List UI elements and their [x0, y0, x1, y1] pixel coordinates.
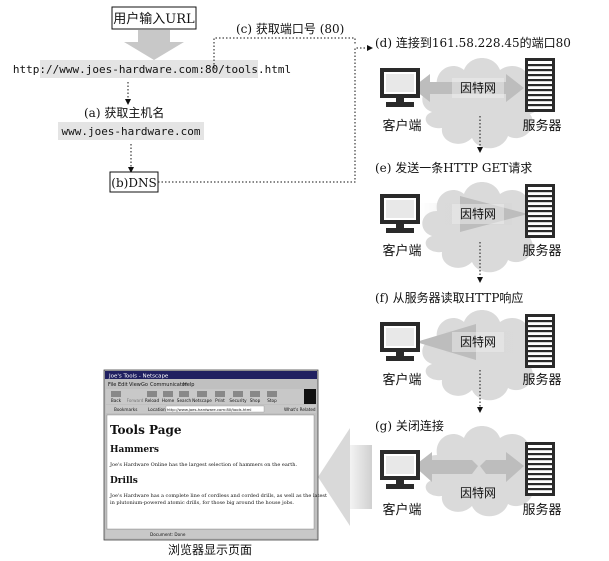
user-input-label: 用户输入URL — [113, 11, 195, 27]
step-c-label: (c) 获取端口号 (80) — [236, 22, 344, 36]
browser-toolbar: Back Forward Reload Home Search Netscape… — [106, 389, 316, 404]
panel-d-client: 客户端 — [382, 118, 421, 134]
page-heading: Tools Page — [110, 423, 182, 437]
status-text: Document: Done — [150, 532, 186, 537]
tb-print: Print — [215, 398, 225, 403]
panel-g-network: 因特网 — [460, 485, 496, 500]
tb-home: Home — [162, 398, 175, 403]
panel-f: (f) 从服务器读取HTTP响应 因特网 客户端 服务器 — [375, 290, 562, 401]
url-text: http://www.joes-hardware.com:80/tools.ht… — [13, 63, 291, 76]
panel-g: (g) 关闭连接 因特网 客户端 服务器 — [375, 418, 562, 518]
browser-title: Joe's Tools - Netscape — [108, 374, 169, 380]
menu-view: View — [129, 382, 141, 388]
reload-icon — [147, 391, 157, 397]
hostname-text: www.joes-hardware.com — [61, 125, 200, 138]
panel-e: (e) 发送一条HTTP GET请求 因特网 客户端 服务器 — [375, 160, 562, 273]
location-input: http://www.joes-hardware.com:80/tools.ht… — [167, 407, 251, 412]
menu-edit: Edit — [118, 382, 128, 388]
search-icon — [179, 391, 189, 397]
section2-text-1: Joe's Hardware has a complete line of co… — [109, 493, 327, 499]
down-arrow-1 — [124, 30, 184, 60]
bookmarks-label: Bookmarks — [114, 407, 137, 412]
panel-e-client: 客户端 — [382, 243, 421, 259]
home-icon — [163, 391, 173, 397]
panel-d-caption: (d) 连接到161.58.228.45的端口80 — [375, 35, 571, 50]
step-a-label: (a) 获取主机名 — [84, 105, 164, 120]
tb-back: Back — [111, 398, 122, 403]
print-icon — [215, 391, 225, 397]
tb-reload: Reload — [145, 398, 160, 403]
panel-e-network: 因特网 — [460, 206, 496, 221]
browser-caption: 浏览器显示页面 — [168, 542, 252, 557]
section2-text-2: in plutonium-powered atomic drills, for … — [110, 500, 294, 506]
display-arrow — [318, 428, 372, 526]
panel-d-server: 服务器 — [522, 118, 561, 134]
menu-help: Help — [183, 382, 194, 388]
panel-d-network: 因特网 — [460, 80, 496, 95]
location-label: Location: — [148, 407, 167, 412]
section1-heading: Hammers — [110, 445, 159, 455]
browser-window: Joe's Tools - Netscape File Edit View Go… — [103, 369, 327, 541]
tb-security: Security — [229, 398, 247, 403]
url-bar: http://www.joes-hardware.com:80/tools.ht… — [13, 60, 291, 78]
security-icon — [233, 391, 243, 397]
tb-shop: Shop — [250, 398, 261, 403]
panel-e-caption: (e) 发送一条HTTP GET请求 — [375, 160, 532, 175]
browser-menubar: File Edit View Go Communicator Help — [108, 382, 194, 388]
back-icon — [111, 391, 121, 397]
section1-text: Joe's Hardware Online has the largest se… — [109, 462, 297, 468]
stop-icon — [267, 391, 277, 397]
panel-d: (d) 连接到161.58.228.45的端口80 因特网 客户端 服务器 — [375, 35, 571, 149]
user-input-box: 用户输入URL — [111, 6, 197, 30]
hostname-bar: www.joes-hardware.com — [58, 122, 204, 140]
tb-netscape: Netscape — [192, 398, 212, 403]
menu-go: Go — [141, 382, 148, 388]
panel-f-network: 因特网 — [460, 334, 496, 349]
tb-stop: Stop — [267, 398, 277, 403]
menu-file: File — [108, 382, 116, 388]
panel-e-server: 服务器 — [522, 243, 561, 259]
netscape-logo-icon — [304, 389, 316, 404]
menu-communicator: Communicator — [150, 382, 188, 388]
whats-related: What's Related — [284, 407, 316, 412]
panel-g-server: 服务器 — [522, 502, 561, 518]
dns-label: (b)DNS — [111, 176, 156, 190]
panel-f-caption: (f) 从服务器读取HTTP响应 — [375, 290, 523, 305]
netscape-icon — [197, 391, 207, 397]
panel-g-client: 客户端 — [382, 502, 421, 518]
panel-g-caption: (g) 关闭连接 — [375, 418, 444, 433]
shop-icon — [250, 391, 260, 397]
dns-box: (b)DNS — [109, 171, 159, 193]
panel-f-client: 客户端 — [382, 372, 421, 388]
browser-locationbar: Bookmarks Location: http://www.joes-hard… — [106, 405, 316, 413]
tb-forward: Forward — [127, 398, 144, 403]
section2-heading: Drills — [110, 476, 138, 486]
panel-f-server: 服务器 — [522, 372, 561, 388]
tb-search: Search — [177, 398, 192, 403]
